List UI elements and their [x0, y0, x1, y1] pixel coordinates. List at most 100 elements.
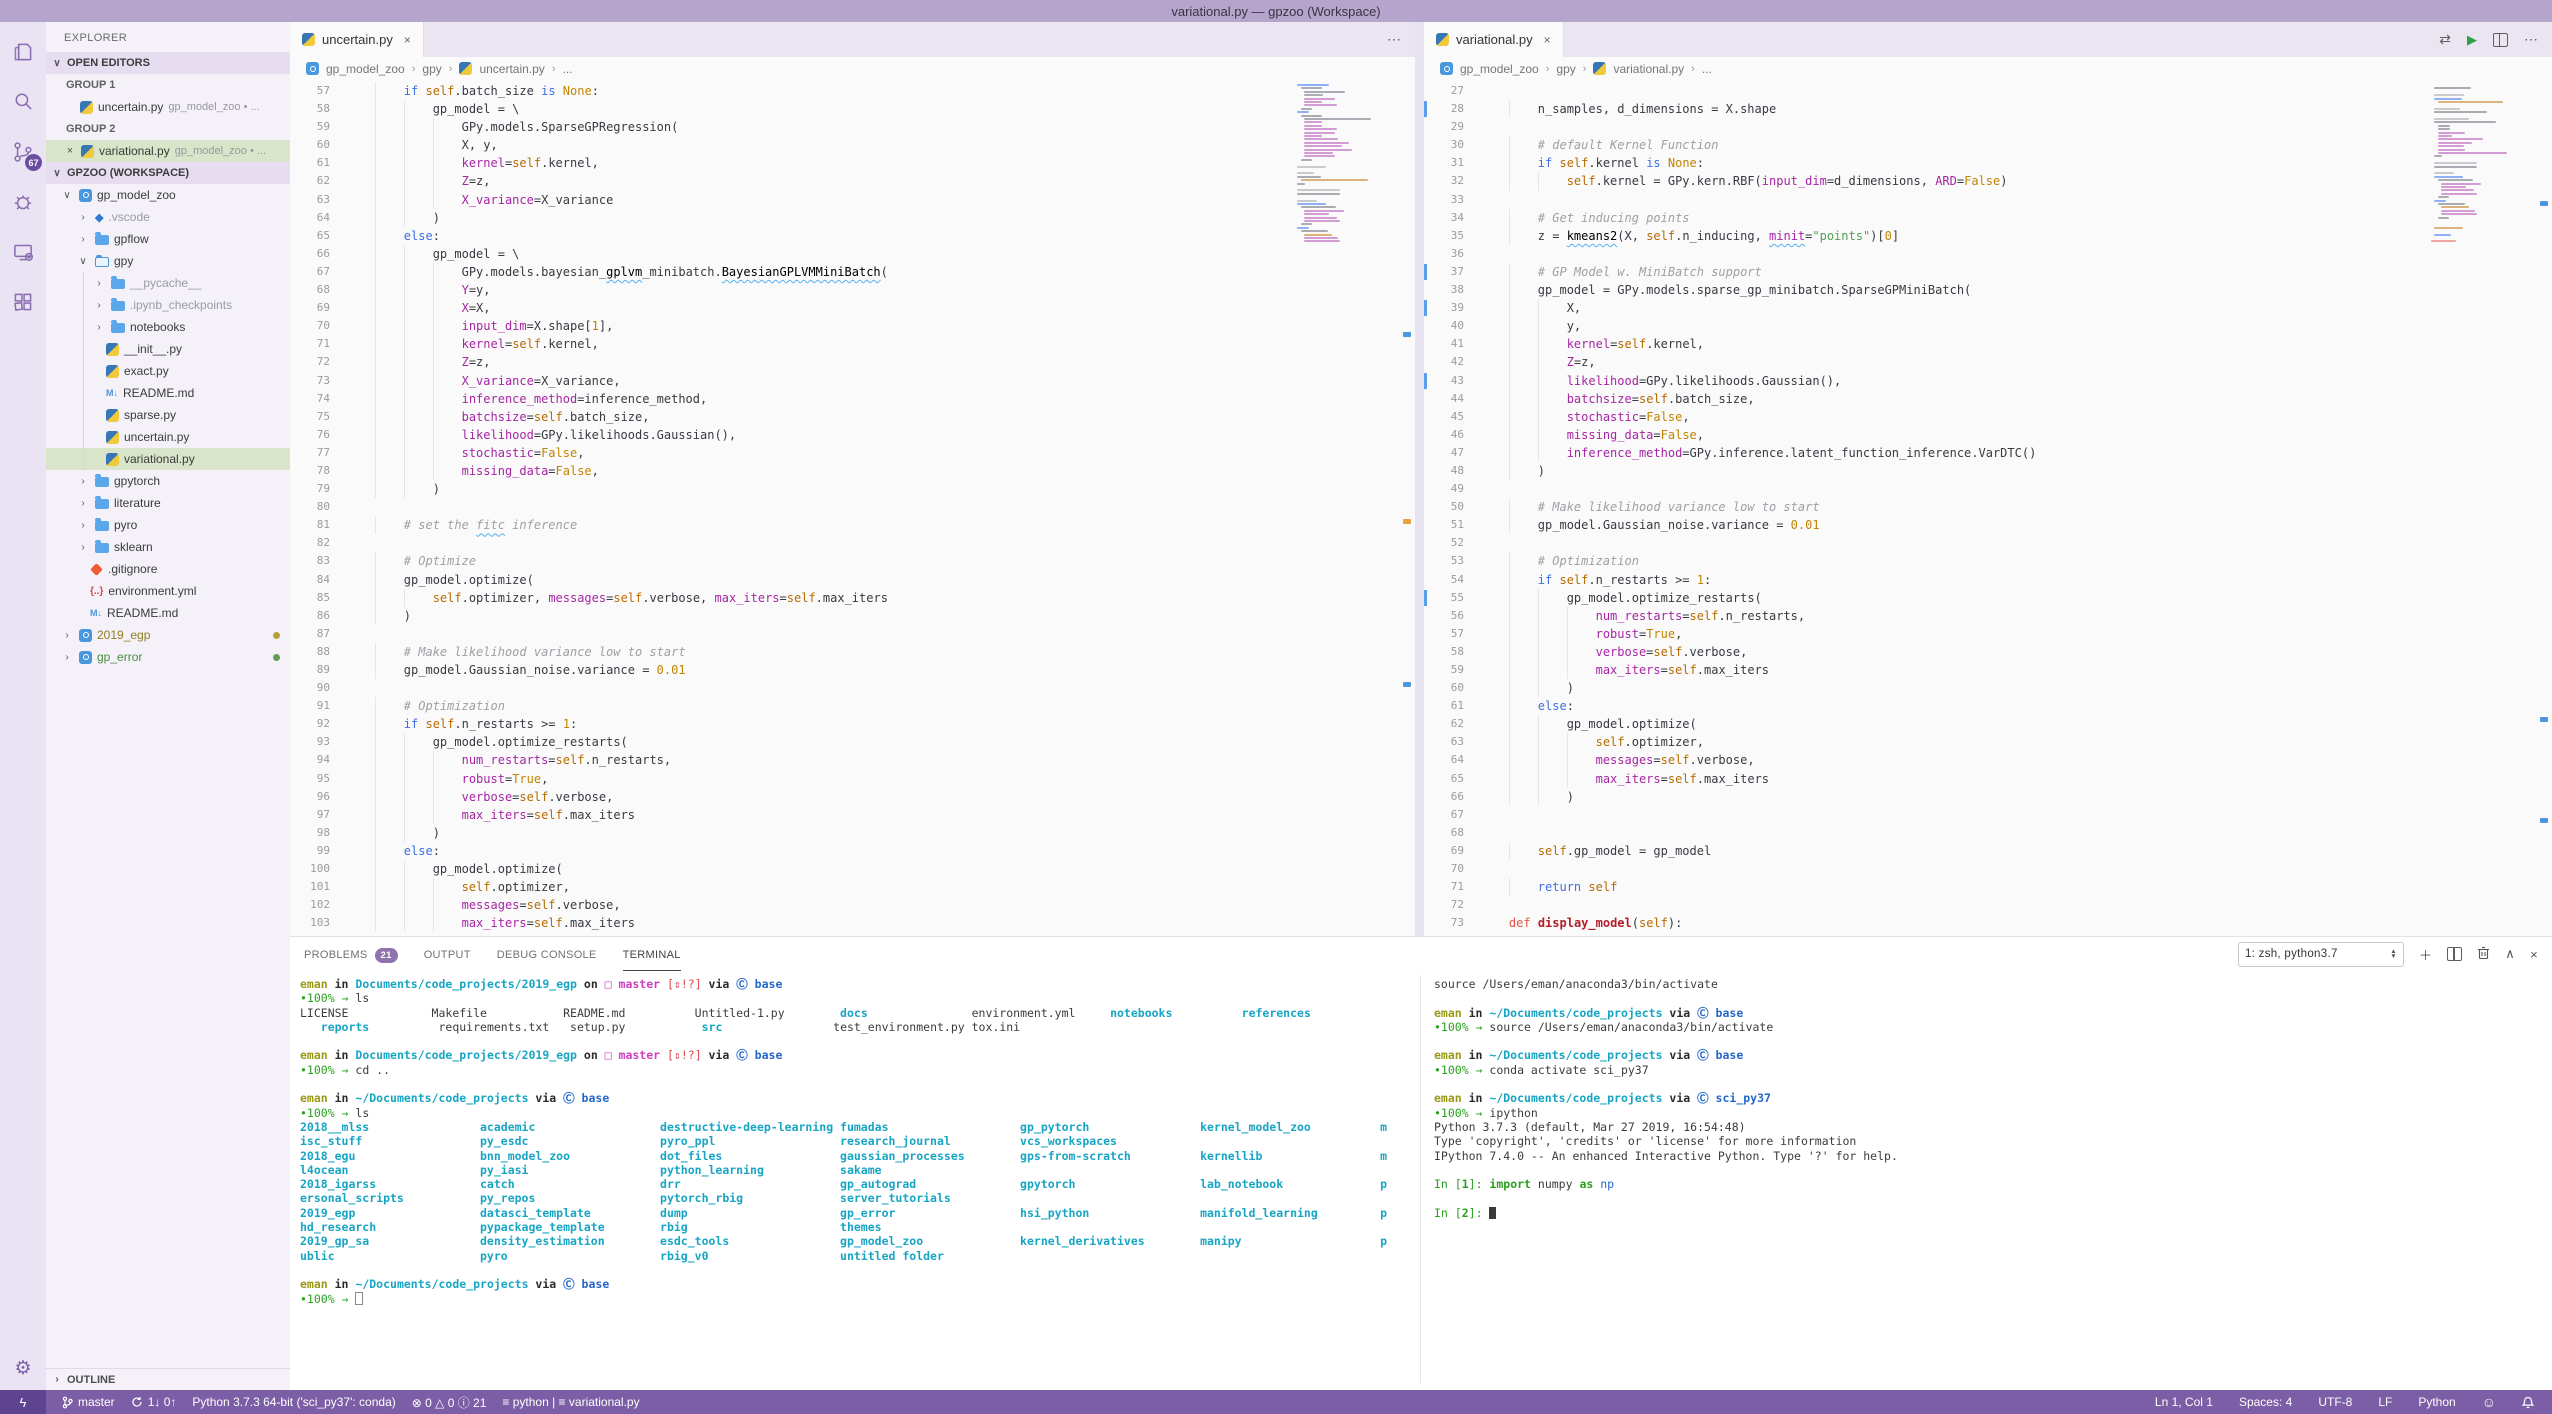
split-editor-icon[interactable]: [2493, 32, 2508, 47]
feedback-smiley-icon[interactable]: ☺: [2481, 1394, 2496, 1410]
tree-item-README-md[interactable]: M↓README.md: [46, 602, 290, 624]
status-language-mode[interactable]: Python: [2418, 1395, 2456, 1409]
breadcrumb-item[interactable]: gpy: [1556, 61, 1576, 76]
modified-gutter-mark: [1424, 589, 1427, 606]
minimize-window-icon[interactable]: [28, 5, 39, 16]
python-file-icon: [302, 33, 315, 46]
breadcrumb-item[interactable]: gp_model_zoo: [1460, 61, 1539, 76]
indent-guide: [1537, 172, 1539, 191]
debug-icon[interactable]: [7, 186, 39, 218]
terminal-select[interactable]: 1: zsh, python3.7 ▲▼: [2237, 941, 2404, 967]
tree-item-gpytorch[interactable]: ›gpytorch: [46, 470, 290, 492]
tree-item-pyro[interactable]: ›pyro: [46, 514, 290, 536]
breadcrumb-item[interactable]: ...: [1701, 61, 1712, 76]
tree-item-sparse-py[interactable]: sparse.py: [46, 404, 290, 426]
editor-tab-variational-py[interactable]: variational.py×: [1424, 22, 1564, 57]
status-python-interpreter[interactable]: Python 3.7.3 64-bit ('sci_py37': conda): [192, 1395, 395, 1409]
line-number: 54: [1450, 572, 1464, 586]
tree-item-variational-py[interactable]: variational.py: [46, 448, 290, 470]
search-icon[interactable]: [7, 86, 39, 118]
breadcrumb-item[interactable]: variational.py: [1613, 61, 1685, 76]
terminal-pane-right[interactable]: source /Users/eman/anaconda3/bin/activat…: [1434, 977, 2544, 1220]
settings-gear-icon[interactable]: ⚙: [14, 1358, 32, 1379]
zoom-window-icon[interactable]: [46, 5, 57, 16]
tree-item-environment-yml[interactable]: {..}environment.yml: [46, 580, 290, 602]
tree-item--gitignore[interactable]: .gitignore: [46, 558, 290, 580]
status-encoding[interactable]: UTF-8: [2318, 1395, 2353, 1409]
tree-item--ipynb_checkpoints[interactable]: ›.ipynb_checkpoints: [46, 294, 290, 316]
open-changes-icon[interactable]: ⇄: [2439, 31, 2451, 47]
breadcrumb-item[interactable]: gpy: [422, 61, 442, 76]
tree-item-notebooks[interactable]: ›notebooks: [46, 316, 290, 338]
open-editors-header[interactable]: ∨ OPEN EDITORS: [46, 52, 290, 74]
tree-item-2019_egp[interactable]: ›2019_egp: [46, 624, 290, 646]
run-python-file-icon[interactable]: ▶: [2467, 31, 2477, 47]
tree-item-__init__-py[interactable]: __init__.py: [46, 338, 290, 360]
remote-icon[interactable]: [7, 236, 39, 268]
breadcrumb-item[interactable]: gp_model_zoo: [326, 61, 405, 76]
tree-item--vscode[interactable]: ›◆.vscode: [46, 206, 290, 228]
status-eol[interactable]: LF: [2378, 1395, 2393, 1409]
tree-item-gpy[interactable]: ∨gpy: [46, 250, 290, 272]
breadcrumb-item[interactable]: uncertain.py: [479, 61, 545, 76]
terminal-line: •100% →: [300, 1291, 1410, 1306]
terminal-line: IPython 7.4.0 -- An enhanced Interactive…: [1434, 1148, 1898, 1163]
status-cursor-position[interactable]: Ln 1, Col 1: [2154, 1395, 2213, 1409]
overview-ruler[interactable]: [1400, 82, 1415, 936]
more-actions-icon[interactable]: ⋯: [2524, 31, 2538, 47]
code-area[interactable]: 57 if self.batch_size is None:58 gp_mode…: [290, 82, 1415, 936]
status-problems-summary[interactable]: ⊗ 0 △ 0 ⓘ 21: [412, 1394, 487, 1411]
indent-guide: [1508, 371, 1510, 390]
extensions-icon[interactable]: [7, 286, 39, 318]
close-tab-icon[interactable]: ×: [1543, 32, 1551, 47]
terminal-pane-left[interactable]: eman in Documents/code_projects/2019_egp…: [300, 977, 1410, 1306]
tree-item-label: pyro: [114, 518, 138, 532]
tree-item-gp_model_zoo[interactable]: ∨gp_model_zoo: [46, 184, 290, 206]
tree-item-__pycache__[interactable]: ›__pycache__: [46, 272, 290, 294]
status-branch[interactable]: master: [62, 1395, 115, 1409]
breadcrumb-item[interactable]: ...: [562, 61, 573, 76]
notifications-bell-icon[interactable]: [2522, 1396, 2534, 1409]
tree-item-label: __init__.py: [124, 342, 183, 356]
tree-item-exact-py[interactable]: exact.py: [46, 360, 290, 382]
tree-item-README-md[interactable]: M↓README.md: [46, 382, 290, 404]
tree-item-gp_error[interactable]: ›gp_error: [46, 646, 290, 668]
tree-item-literature[interactable]: ›literature: [46, 492, 290, 514]
files-icon[interactable]: [7, 36, 39, 68]
minimap[interactable]: [2428, 84, 2536, 936]
close-panel-icon[interactable]: ×: [2530, 946, 2538, 962]
source-control-icon[interactable]: 67: [7, 136, 42, 171]
minimap[interactable]: [1291, 84, 1399, 936]
new-terminal-icon[interactable]: ＋: [2418, 947, 2433, 963]
indent-guide: [374, 642, 376, 661]
status-sync[interactable]: 1↓ 0↑: [131, 1395, 176, 1409]
overview-ruler[interactable]: [2537, 82, 2552, 936]
outline-section[interactable]: › OUTLINE: [46, 1368, 290, 1390]
panel-tab-terminal[interactable]: TERMINAL: [622, 937, 681, 971]
close-window-icon[interactable]: [10, 5, 21, 16]
breadcrumb[interactable]: gp_model_zoo›gpy›variational.py›...: [1424, 57, 2552, 80]
status-tasks-indicator[interactable]: ≡ python | ≡ variational.py: [502, 1395, 639, 1409]
indent-guide: [1537, 624, 1539, 643]
status-indentation[interactable]: Spaces: 4: [2238, 1395, 2293, 1409]
tree-item-sklearn[interactable]: ›sklearn: [46, 536, 290, 558]
tree-item-gpflow[interactable]: ›gpflow: [46, 228, 290, 250]
more-actions-icon[interactable]: ⋯: [1387, 31, 1401, 47]
editor-tab-uncertain-py[interactable]: uncertain.py×: [290, 22, 424, 57]
tree-item-uncertain-py[interactable]: uncertain.py: [46, 426, 290, 448]
close-icon[interactable]: ×: [66, 145, 74, 157]
maximize-panel-icon[interactable]: ∧: [2505, 946, 2516, 961]
remote-indicator-icon[interactable]: ϟ: [0, 1390, 46, 1414]
panel-tab-debug-console[interactable]: DEBUG CONSOLE: [497, 937, 597, 971]
split-terminal-icon[interactable]: [2447, 947, 2463, 961]
kill-terminal-icon[interactable]: [2477, 946, 2490, 963]
workspace-header[interactable]: ∨ GPZOO (WORKSPACE): [46, 162, 290, 184]
panel-tab-output[interactable]: OUTPUT: [424, 937, 471, 971]
terminal-split-divider[interactable]: [1420, 975, 1421, 1383]
breadcrumb[interactable]: gp_model_zoo›gpy›uncertain.py›...: [290, 57, 1415, 80]
close-tab-icon[interactable]: ×: [403, 32, 411, 47]
